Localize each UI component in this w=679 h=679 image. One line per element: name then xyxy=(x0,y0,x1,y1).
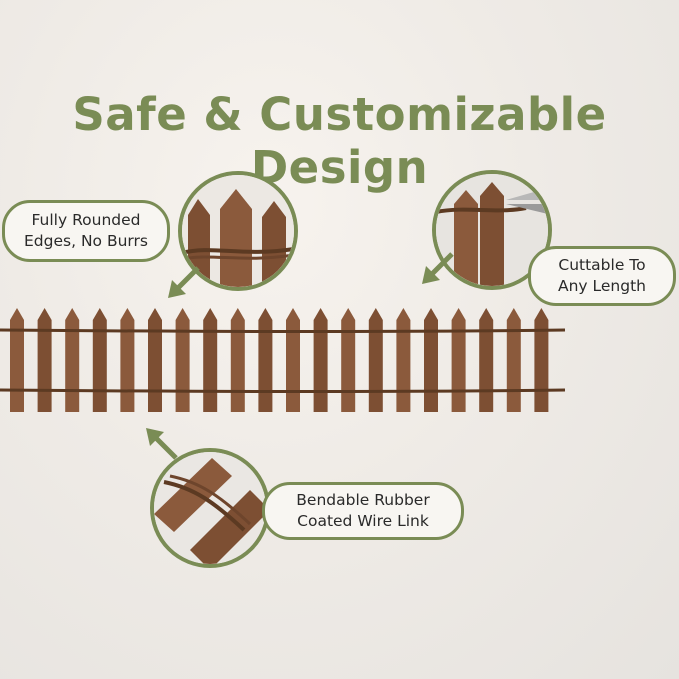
fence-picket xyxy=(341,308,356,412)
fence-wire xyxy=(0,388,566,393)
fence-picket xyxy=(396,308,411,412)
fence-picket xyxy=(506,308,521,412)
callout-rounded-edges: Fully Rounded Edges, No Burrs xyxy=(2,200,170,262)
picket-fence-image xyxy=(0,300,679,420)
fence-picket xyxy=(148,308,162,412)
wire-link-closeup-svg xyxy=(154,452,266,564)
picket-fence-svg xyxy=(0,308,566,412)
fence-picket xyxy=(92,308,107,412)
rounded-picket-closeup-svg xyxy=(182,175,294,287)
fence-picket xyxy=(479,308,494,412)
fence-picket xyxy=(37,308,52,412)
arrow-down-left-icon xyxy=(418,248,458,288)
fence-picket xyxy=(368,308,383,412)
closeup-wire-link xyxy=(150,448,270,568)
fence-picket xyxy=(534,308,549,412)
arrow-up-left-icon xyxy=(142,424,182,464)
fence-picket xyxy=(451,308,466,412)
callout-cut-line1: Cuttable To xyxy=(558,256,646,274)
fence-picket xyxy=(258,308,273,412)
callout-rounded-line1: Fully Rounded xyxy=(31,211,141,229)
closeup-rounded-picket xyxy=(178,171,298,291)
page-title: Safe & Customizable Design xyxy=(72,88,607,194)
arrow-down-left-icon xyxy=(164,262,204,302)
fence-picket xyxy=(120,308,135,412)
callout-cut-line2: Any Length xyxy=(558,277,646,295)
fence-picket xyxy=(286,308,300,412)
fence-picket xyxy=(313,308,328,412)
fence-picket xyxy=(10,308,24,412)
callout-rounded-line2: Edges, No Burrs xyxy=(24,232,148,250)
fence-picket xyxy=(175,308,190,412)
fence-picket xyxy=(424,308,438,412)
callout-bend-line1: Bendable Rubber xyxy=(296,491,430,509)
fence-picket xyxy=(203,308,218,412)
callout-cuttable: Cuttable To Any Length xyxy=(528,246,676,306)
fence-wire xyxy=(0,328,566,333)
callout-bendable-wire: Bendable Rubber Coated Wire Link xyxy=(262,482,464,540)
callout-bend-line2: Coated Wire Link xyxy=(297,512,429,530)
fence-picket xyxy=(65,308,80,412)
fence-picket xyxy=(230,308,245,412)
